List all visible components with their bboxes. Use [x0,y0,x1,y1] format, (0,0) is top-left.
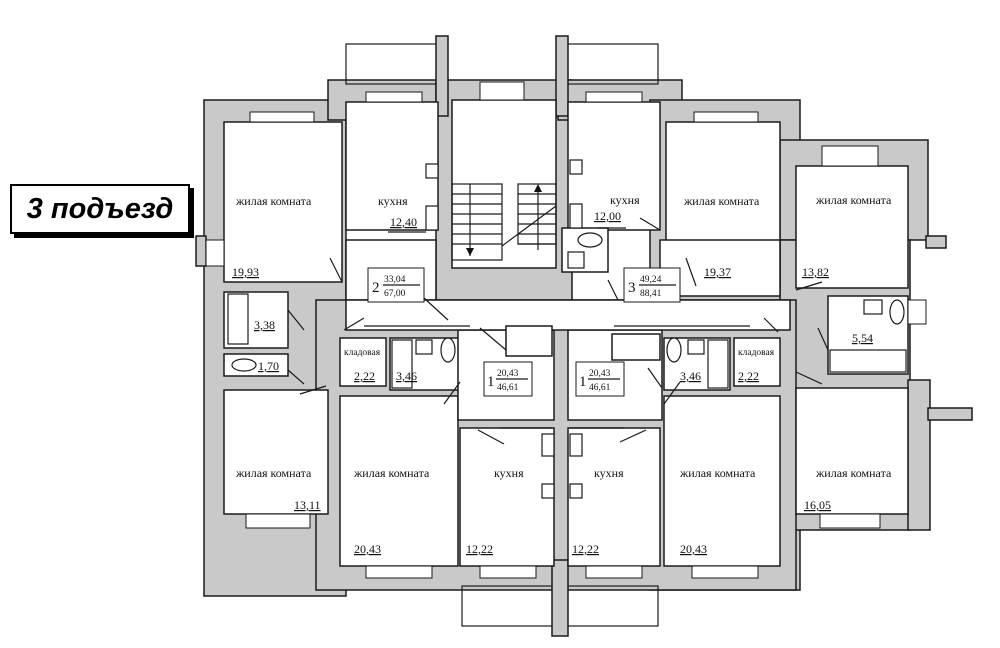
staircase [451,183,557,261]
tl-living-name: жилая комната [235,194,312,208]
bl-living-area: 20,43 [354,542,381,556]
br-living-outer-name: жилая комната [815,466,892,480]
br-kitchen-name: кухня [594,466,624,480]
br-storage-name: кладовая [738,348,775,358]
br-living-area: 20,43 [680,542,707,556]
tr-living-area: 19,37 [704,265,731,279]
tr-living2-name: жилая комната [815,193,892,207]
bl-storage-name: кладовая [344,348,381,358]
bl-storage-area: 2,22 [354,369,375,383]
tr-kitchen-area: 12,00 [594,209,621,223]
bl-kitchen-name: кухня [494,466,524,480]
bl-living-name: жилая комната [353,466,430,480]
tl-wc-area: 1,70 [258,359,279,373]
apartment-info-1: 2 33,04 67,00 [367,267,425,303]
apt4-total: 46,61 [589,383,611,393]
tl-living-area: 19,93 [232,265,259,279]
apt2-total: 88,41 [640,289,662,299]
br-living-name: жилая комната [679,466,756,480]
room-labels: жилая комната 19,93 кухня 12,40 3,38 1,7… [232,193,892,556]
apt4-living: 20,43 [589,369,611,379]
balconies [345,35,659,637]
apt3-living: 20,43 [497,369,519,379]
bl-living-outer-name: жилая комната [235,466,312,480]
tr-living-name: жилая комната [683,194,760,208]
tl-kitchen-name: кухня [378,194,408,208]
apartment-info-4: 1 20,43 46,61 [575,361,625,397]
apt2-living: 49,24 [640,275,662,285]
br-kitchen-area: 12,22 [572,542,599,556]
doors [287,217,829,445]
tr-living2-area: 13,82 [802,265,829,279]
tl-bath-area: 3,38 [254,318,275,332]
apartment-info-3: 1 20,43 46,61 [483,361,533,397]
tr-bath-area: 5,54 [852,331,873,345]
entrance-label-box: 3 подъезд [10,184,190,234]
bl-kitchen-area: 12,22 [466,542,493,556]
apt3-rooms: 1 [487,374,495,390]
apt1-total: 67,00 [384,289,406,299]
apt1-living: 33,04 [384,275,406,285]
apt2-rooms: 3 [628,280,636,296]
tl-kitchen-area: 12,40 [390,215,417,229]
bl-bath-area: 3,46 [396,369,417,383]
fixtures [227,159,907,499]
apt1-rooms: 2 [372,280,380,296]
apt4-rooms: 1 [579,374,587,390]
windows [205,81,927,579]
bl-living-outer-area: 13,11 [294,498,321,512]
apartment-info-2: 3 49,24 88,41 [623,267,681,303]
br-storage-area: 2,22 [738,369,759,383]
br-living-outer-area: 16,05 [804,498,831,512]
tr-kitchen-name: кухня [610,193,640,207]
entrance-label: 3 подъезд [26,192,174,225]
apt3-total: 46,61 [497,383,519,393]
br-bath-area: 3,46 [680,369,701,383]
